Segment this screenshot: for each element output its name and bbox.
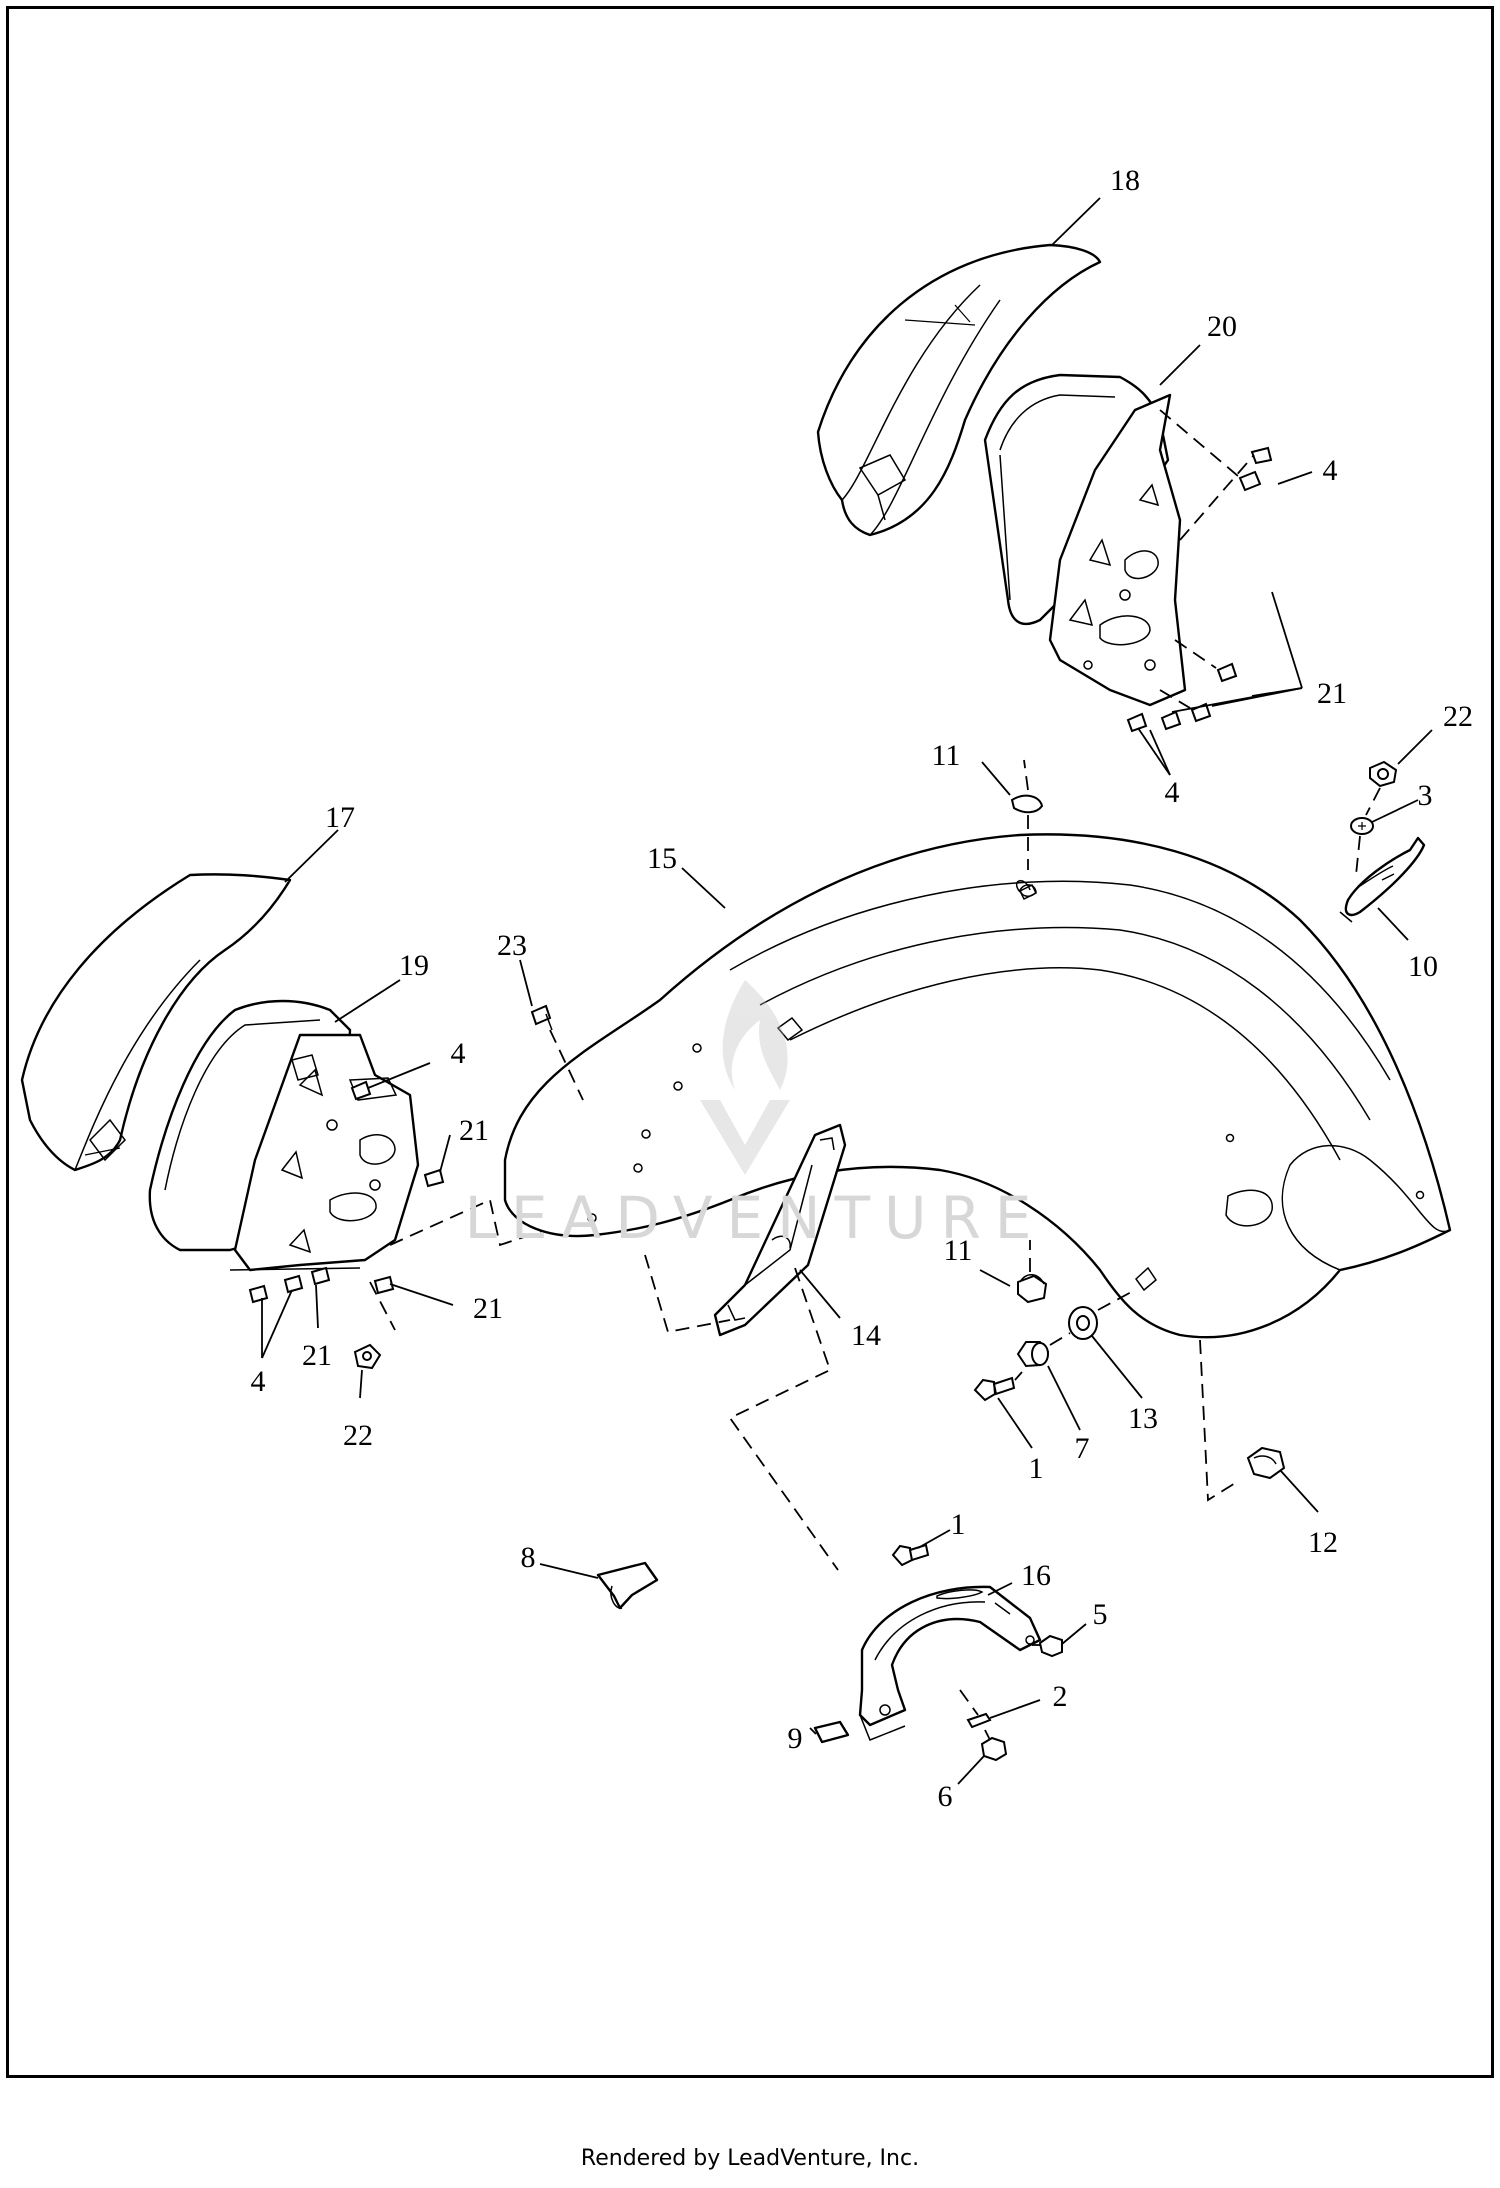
callout-1-upper: 1 bbox=[951, 1508, 966, 1541]
callout-3: 3 bbox=[1418, 779, 1433, 812]
part-11-clip-top bbox=[1010, 759, 1044, 897]
part-22-nut-right bbox=[1369, 760, 1398, 788]
callout-13: 13 bbox=[1128, 1402, 1158, 1435]
part-8-label bbox=[596, 1561, 659, 1610]
part-5-nut bbox=[1038, 1634, 1063, 1658]
callout-4-upper-right-lower: 4 bbox=[1165, 776, 1180, 809]
callout-8: 8 bbox=[521, 1541, 536, 1574]
right-hardware-dashed-line bbox=[1355, 787, 1381, 876]
callout-14: 14 bbox=[851, 1319, 881, 1352]
part-6-nut bbox=[980, 1736, 1008, 1762]
callout-22-left: 22 bbox=[343, 1419, 373, 1452]
callout-6: 6 bbox=[938, 1780, 953, 1813]
callout-4-upper-right: 4 bbox=[1323, 454, 1338, 487]
callout-9: 9 bbox=[788, 1722, 803, 1755]
callout-19: 19 bbox=[399, 949, 429, 982]
callout-23: 23 bbox=[497, 929, 527, 962]
callout-12: 12 bbox=[1308, 1526, 1338, 1559]
part-1-bolt-lower bbox=[973, 1376, 1016, 1402]
part-15-rear-fender bbox=[503, 833, 1452, 1339]
part-14-dashed-lines bbox=[644, 1254, 839, 1571]
callout-1-lower: 1 bbox=[1029, 1452, 1044, 1485]
part-7-spacer bbox=[1016, 1341, 1050, 1368]
callout-labels: 18 20 4 4 21 22 3 10 11 15 17 23 19 4 21… bbox=[251, 164, 1474, 1813]
part-13-washer bbox=[1068, 1306, 1098, 1340]
callout-17: 17 bbox=[325, 801, 355, 834]
callout-21-left-upper: 21 bbox=[459, 1114, 489, 1147]
callout-16: 16 bbox=[1021, 1559, 1051, 1592]
footer-credit: Rendered by LeadVenture, Inc. bbox=[580, 2146, 920, 2171]
part-3-washer bbox=[1350, 817, 1374, 835]
callout-21-left-right: 21 bbox=[473, 1292, 503, 1325]
part-17-saddlebag-lid-left bbox=[20, 873, 292, 1172]
callout-5: 5 bbox=[1093, 1598, 1108, 1631]
callout-22-right: 22 bbox=[1443, 700, 1473, 733]
callout-2: 2 bbox=[1053, 1680, 1068, 1713]
callout-7: 7 bbox=[1075, 1432, 1090, 1465]
leader-lines bbox=[261, 197, 1433, 1785]
part-19-saddlebag-body-left bbox=[148, 999, 420, 1272]
part-10-strap bbox=[1339, 836, 1426, 923]
part-14-support-bracket bbox=[713, 1123, 847, 1337]
part-1-bolt-upper bbox=[891, 1543, 930, 1567]
part-11-nut-lower bbox=[1017, 1240, 1048, 1304]
callout-15: 15 bbox=[647, 842, 677, 875]
callout-11-top: 11 bbox=[932, 739, 961, 772]
part-20-fasteners bbox=[1126, 446, 1273, 733]
callout-18: 18 bbox=[1110, 164, 1140, 197]
lower-hardware-dashed-line bbox=[1014, 1289, 1136, 1381]
part-18-saddlebag-lid-right bbox=[816, 243, 1102, 537]
part-12-bumper bbox=[1199, 1339, 1286, 1502]
part-2-lockwasher bbox=[966, 1712, 992, 1729]
part-20-saddlebag-body-right bbox=[983, 373, 1187, 707]
part-9-label bbox=[813, 1720, 850, 1744]
callout-21-upper-right: 21 bbox=[1317, 677, 1347, 710]
callout-21-left-lower: 21 bbox=[302, 1339, 332, 1372]
part-16-fender-strut bbox=[858, 1585, 1042, 1741]
callout-11-lower: 11 bbox=[944, 1234, 973, 1267]
part-19-fasteners bbox=[248, 1080, 445, 1370]
callout-4-left: 4 bbox=[451, 1037, 466, 1070]
callout-4-left-lower: 4 bbox=[251, 1365, 266, 1398]
part-23-bolt bbox=[530, 1004, 584, 1101]
callout-10: 10 bbox=[1408, 950, 1438, 983]
part-20-dashed-lines bbox=[1159, 409, 1255, 709]
callout-20: 20 bbox=[1207, 310, 1237, 343]
strut-dashed-lines bbox=[959, 1644, 1040, 1741]
